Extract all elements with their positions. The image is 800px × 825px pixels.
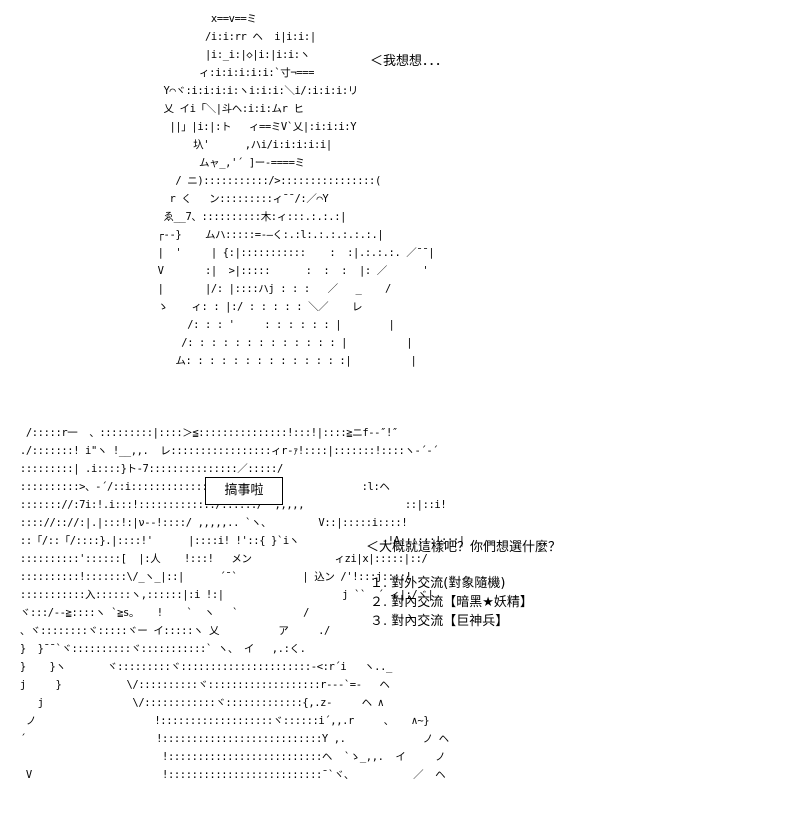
speech-line-question: ＜大概就這樣吧？你們想選什麼？ xyxy=(366,540,562,555)
choice-item-3: ３. 對內交流【巨神兵】 xyxy=(370,614,509,629)
choice-item-2: ２. 對內交流【暗黑★妖精】 xyxy=(370,595,533,610)
speech-line-thinking: ＜我想想．．． xyxy=(370,54,449,69)
ascii-art-character-thinking: x==v==ミ /i:i:rr ヘ i|i:i:| |i:_i:|◇|i:|i:… xyxy=(157,13,435,367)
sign-board: 搞事啦 xyxy=(205,477,283,505)
choice-list: １. 對外交流(對象隨機) ２. 對內交流【暗黑★妖精】 ３. 對內交流【巨神兵… xyxy=(370,574,533,631)
choice-item-1: １. 對外交流(對象隨機) xyxy=(370,576,506,591)
ascii-art-character-grinning: /:::::r一 、:::::::::|::::＞≦::::::::::::::… xyxy=(19,427,465,781)
